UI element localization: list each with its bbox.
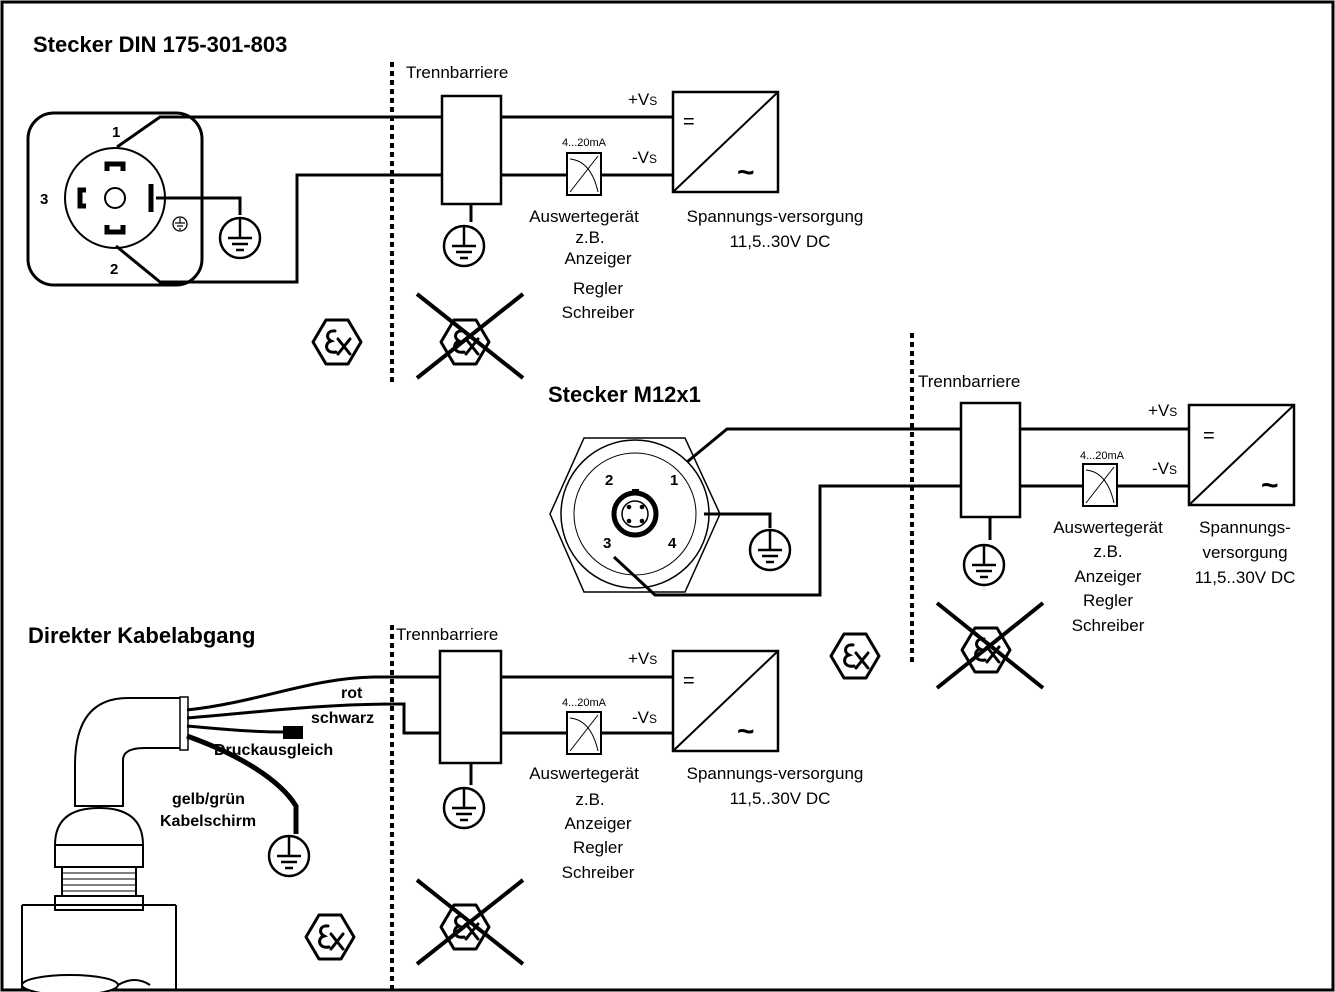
- din-pin-3: 3: [40, 191, 48, 208]
- m12-eval-text: Auswertegerät z.B. Anzeiger Regler Schre…: [1053, 518, 1163, 635]
- m12-pin-4: 4: [668, 535, 677, 552]
- m12-supply-eq: =: [1203, 425, 1215, 447]
- din-supply-ac: ~: [737, 156, 755, 189]
- ex-crossed-icon: [415, 292, 525, 380]
- svg-text:11,5..30V DC: 11,5..30V DC: [730, 232, 831, 251]
- cable-meter-icon: [566, 711, 602, 755]
- din-barrier-label: Trennbarriere: [406, 63, 508, 82]
- cable-meter-label: 4...20mA: [562, 697, 607, 709]
- ex-crossed-icon: [935, 601, 1045, 690]
- din-barrier-box: [440, 94, 503, 206]
- m12-vminus-label: -VS: [1152, 459, 1177, 478]
- svg-text:z.B.: z.B.: [575, 790, 604, 809]
- svg-text:11,5..30V DC: 11,5..30V DC: [730, 789, 831, 808]
- cable-supply-eq: =: [683, 670, 695, 692]
- svg-text:Anzeiger: Anzeiger: [1074, 567, 1141, 586]
- svg-text:Auswertegerät: Auswertegerät: [529, 207, 639, 226]
- din-pin-2: 2: [110, 261, 118, 278]
- svg-text:Spannungs-versorgung: Spannungs-versorgung: [687, 207, 864, 226]
- svg-text:versorgung: versorgung: [1202, 543, 1287, 562]
- cable-supply-box: [671, 649, 780, 753]
- cable-vminus-label: -VS: [632, 708, 657, 727]
- ex-zone-icon: [829, 632, 881, 680]
- cable-supply-text: Spannungs-versorgung 11,5..30V DC: [687, 764, 864, 808]
- cable-eval-text: Auswertegerät z.B. Anzeiger Regler Schre…: [529, 764, 639, 882]
- m12-ground-icon: [748, 528, 792, 572]
- cable-ground-icon: [267, 834, 311, 878]
- din-meter-icon: [566, 152, 602, 196]
- svg-text:Auswertegerät: Auswertegerät: [529, 764, 639, 783]
- din-eval-text: Auswertegerät z.B. Anzeiger Regler Schre…: [529, 207, 639, 322]
- din-vplus-label: +VS: [628, 90, 657, 109]
- wire-red-label: rot: [341, 685, 363, 702]
- svg-text:Anzeiger: Anzeiger: [564, 249, 631, 268]
- m12-supply-text: Spannungs- versorgung 11,5..30V DC: [1195, 518, 1296, 587]
- svg-text:Schreiber: Schreiber: [562, 303, 635, 322]
- din-pin-1: 1: [112, 124, 120, 141]
- din-title: Stecker DIN 175-301-803: [33, 32, 287, 57]
- ex-zone-icon: [304, 913, 356, 961]
- m12-vplus-label: +VS: [1148, 401, 1177, 420]
- din-connector: [26, 111, 204, 287]
- svg-text:Anzeiger: Anzeiger: [564, 814, 631, 833]
- ex-zone-icon: [311, 318, 363, 366]
- cable-barrier-box: [438, 649, 503, 765]
- vent-label: Druckausgleich: [214, 742, 333, 759]
- din-barrier-ground-icon: [442, 224, 486, 268]
- svg-text:Spannungs-versorgung: Spannungs-versorgung: [687, 764, 864, 783]
- svg-text:Regler: Regler: [573, 279, 623, 298]
- cable-title: Direkter Kabelabgang: [28, 623, 255, 648]
- din-supply-box: [671, 90, 780, 194]
- m12-pin-1: 1: [670, 472, 678, 489]
- m12-meter-label: 4...20mA: [1080, 450, 1125, 462]
- pressure-vent-icon: [283, 726, 303, 739]
- shield-label-1: gelb/grün: [172, 791, 245, 808]
- svg-text:Spannungs-: Spannungs-: [1199, 518, 1291, 537]
- cable-supply-ac: ~: [737, 715, 755, 748]
- din-supply-text: Spannungs-versorgung 11,5..30V DC: [687, 207, 864, 251]
- m12-pin-3: 3: [603, 535, 611, 552]
- din-meter-label: 4...20mA: [562, 137, 607, 149]
- svg-text:Regler: Regler: [573, 838, 623, 857]
- svg-text:z.B.: z.B.: [575, 228, 604, 247]
- cable-barrier-ground-icon: [442, 786, 486, 830]
- m12-barrier-label: Trennbarriere: [918, 372, 1020, 391]
- svg-text:Regler: Regler: [1083, 591, 1133, 610]
- cable-sensor: [21, 696, 189, 992]
- din-vminus-label: -VS: [632, 148, 657, 167]
- svg-text:11,5..30V DC: 11,5..30V DC: [1195, 568, 1296, 587]
- shield-label-2: Kabelschirm: [160, 813, 256, 830]
- ex-crossed-icon: [415, 878, 525, 966]
- m12-title: Stecker M12x1: [548, 382, 701, 407]
- m12-supply-ac: ~: [1261, 469, 1279, 502]
- din-supply-eq: =: [683, 111, 695, 133]
- cable-barrier-label: Trennbarriere: [396, 625, 498, 644]
- din-ground-icon: [218, 216, 262, 260]
- svg-text:Schreiber: Schreiber: [1072, 616, 1145, 635]
- cable-vplus-label: +VS: [628, 649, 657, 668]
- svg-text:Auswertegerät: Auswertegerät: [1053, 518, 1163, 537]
- m12-pin-2: 2: [605, 472, 613, 489]
- m12-wiring: [612, 427, 1189, 597]
- m12-connector: [549, 437, 721, 593]
- m12-barrier-box: [959, 401, 1022, 519]
- cable-wires: [186, 675, 673, 834]
- svg-text:Schreiber: Schreiber: [562, 863, 635, 882]
- m12-barrier-ground-icon: [962, 543, 1006, 587]
- din-wiring: [115, 115, 673, 284]
- m12-meter-icon: [1082, 463, 1118, 507]
- svg-text:z.B.: z.B.: [1093, 542, 1122, 561]
- wire-black-label: schwarz: [311, 710, 374, 727]
